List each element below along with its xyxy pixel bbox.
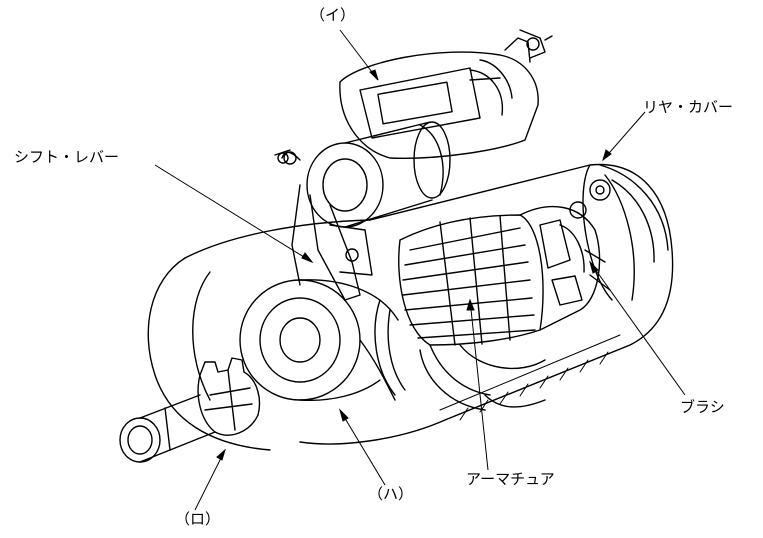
shift-lever-bracket: [291, 184, 373, 301]
label-brush: ブラシ: [680, 398, 725, 416]
drive-housing: [239, 279, 399, 402]
leader-ha: [339, 409, 386, 486]
label-i: （イ）: [310, 6, 356, 24]
plunger: [281, 121, 451, 228]
yoke-hatching: [439, 334, 631, 421]
pinion-gear: [197, 357, 261, 436]
label-ro: （ロ）: [175, 510, 221, 528]
leader-rear-cover: [602, 111, 646, 161]
armature-core: [398, 214, 544, 346]
magnetic-switch: [339, 29, 553, 159]
yoke-body: [147, 163, 674, 451]
label-rear-cover: リヤ・カバー: [643, 98, 734, 116]
leader-brush: [589, 261, 686, 396]
label-ha: （ハ）: [368, 485, 414, 503]
leader-lines: [154, 29, 686, 511]
leader-armature: [469, 299, 489, 471]
leader-ro: [194, 449, 226, 511]
label-armature: アーマチュア: [466, 470, 555, 488]
leader-shift-lever: [154, 164, 313, 263]
commutator: [519, 205, 611, 331]
label-shift-lever: シフト・レバー: [14, 148, 120, 166]
mounting-bolt: [274, 149, 291, 164]
output-shaft: [119, 394, 216, 463]
